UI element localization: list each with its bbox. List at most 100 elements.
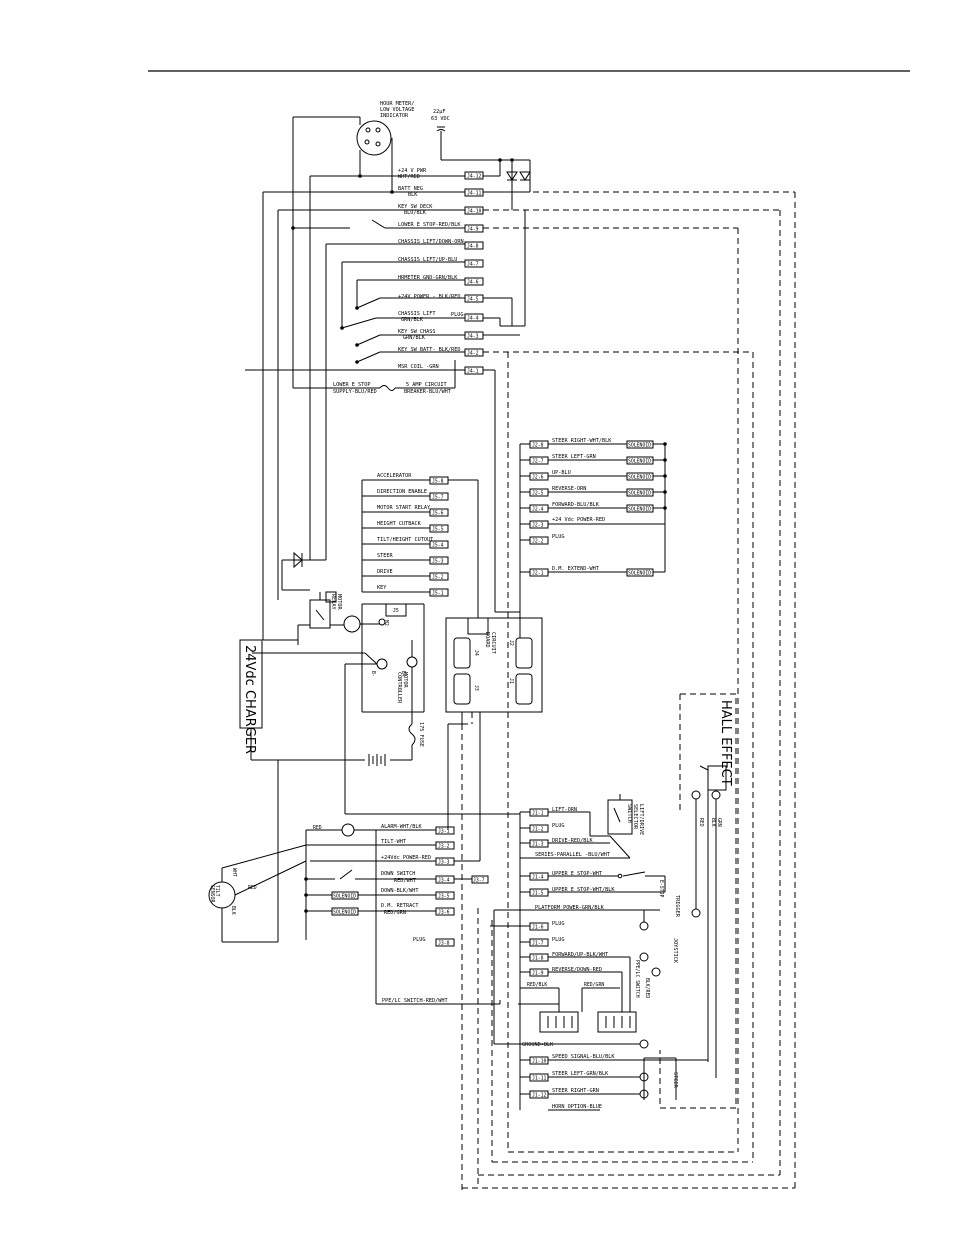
j2-row: J2-4 FORWARD-BLU/BLK SOLENOID xyxy=(520,502,667,513)
svg-text:24Vdc CHARGER: 24Vdc CHARGER xyxy=(242,645,257,754)
svg-text:TILT-WHT: TILT-WHT xyxy=(381,839,406,845)
j3-connector: RED ALARM-WHT/BLK J3-1 TILT-WHT J3-2 +24… xyxy=(304,712,560,1012)
lift-drive-switch: LIFT/DRIVE SELECTOR SWITCH xyxy=(607,794,644,859)
svg-text:RED/GRN: RED/GRN xyxy=(584,982,604,988)
svg-text:DRIVE: DRIVE xyxy=(377,569,393,575)
svg-text:BLU/BLK: BLU/BLK xyxy=(404,210,427,216)
battery-icon xyxy=(368,754,386,766)
svg-text:SOLENOID: SOLENOID xyxy=(333,894,356,900)
svg-text:PLUG: PLUG xyxy=(552,937,565,943)
svg-text:HORN OPTION-BLUE: HORN OPTION-BLUE xyxy=(552,1104,602,1110)
svg-text:J2-1: J2-1 xyxy=(532,571,544,577)
j2-row: J2-8 STEER RIGHT-WHT/BLK SOLENOID xyxy=(520,438,667,449)
motor-relay-label: MOTOR RELAY xyxy=(330,594,342,610)
j3-row: +24Vdc POWER-RED J3-3 xyxy=(310,855,480,866)
j1-row: PLATFORM POWER-GRN/BLK xyxy=(494,905,660,931)
svg-text:SELECTOR: SELECTOR xyxy=(632,804,638,830)
svg-text:STEER: STEER xyxy=(377,553,393,559)
lower-middle-wiring xyxy=(345,712,520,1044)
j4-row: CHASSIS LIFT GRN/BLK PLUG J4-4 xyxy=(398,311,484,323)
svg-text:J1-6: J1-6 xyxy=(532,925,544,931)
fuse: 175 FUSE xyxy=(408,722,424,747)
svg-text:DIRECTION ENABLE: DIRECTION ENABLE xyxy=(377,489,427,495)
svg-text:STEER LEFT-GRN: STEER LEFT-GRN xyxy=(552,454,596,460)
svg-text:J4-12: J4-12 xyxy=(467,174,482,180)
svg-text:SWITCH: SWITCH xyxy=(626,804,632,823)
harness-dashed xyxy=(461,191,796,1190)
svg-text:J5-3: J5-3 xyxy=(432,559,444,565)
tilt-sensor: TILT SENSOR WHT RED BLK xyxy=(208,760,307,943)
svg-text:J1: J1 xyxy=(508,678,514,684)
capacitor: 22μF 63 VDC xyxy=(431,109,450,132)
svg-text:HALL EFFECT: HALL EFFECT xyxy=(718,700,733,786)
hour-meter: HOUR METER/ LOW VOLTAGE INDICATOR xyxy=(356,101,414,156)
svg-text:HOUR METER/: HOUR METER/ xyxy=(380,101,414,107)
svg-text:LOWER E STOP-RED/BLK: LOWER E STOP-RED/BLK xyxy=(398,222,461,228)
svg-text:SUPPLY-BLU/RED: SUPPLY-BLU/RED xyxy=(333,389,377,395)
j1-low-row: HORN OPTION-BLUE xyxy=(548,1104,602,1111)
svg-text:LIFT-ORN: LIFT-ORN xyxy=(552,807,577,813)
svg-text:B+: B+ xyxy=(400,671,406,677)
svg-text:GRN/BLK: GRN/BLK xyxy=(401,317,424,323)
j3-row: ALARM-WHT/BLK J3-1 xyxy=(381,824,455,835)
svg-text:J1-2: J1-2 xyxy=(532,827,544,833)
svg-text:BLK: BLK xyxy=(710,818,716,827)
svg-text:KEY SW DECK: KEY SW DECK xyxy=(398,204,433,210)
svg-text:E-STOP: E-STOP xyxy=(658,880,664,897)
svg-text:J4-6: J4-6 xyxy=(467,280,479,286)
svg-text:STEER: STEER xyxy=(672,1072,678,1088)
svg-text:STEER RIGHT-WHT/BLK: STEER RIGHT-WHT/BLK xyxy=(552,438,612,444)
svg-text:BATT NEG: BATT NEG xyxy=(398,186,423,192)
j1-row: J1-6 PLUG xyxy=(520,921,565,931)
j2-row: J2-1 D.M. EXTEND-WHT SOLENOID xyxy=(520,566,665,577)
svg-text:J5-2: J5-2 xyxy=(432,575,444,581)
svg-text:J1-8: J1-8 xyxy=(532,956,544,962)
svg-text:WHT: WHT xyxy=(231,868,237,877)
svg-text:J4-8: J4-8 xyxy=(467,244,479,250)
j2-row: J2-7 STEER LEFT-GRN SOLENOID xyxy=(520,454,667,465)
svg-text:J4-7: J4-7 xyxy=(467,262,479,268)
svg-text:DRIVE-RED/BLK: DRIVE-RED/BLK xyxy=(552,838,593,844)
svg-text:RED: RED xyxy=(313,825,322,831)
j4-row: KEY SW BATT- BLK/RED J4-2 xyxy=(398,347,484,357)
svg-text:J3-6: J3-6 xyxy=(438,910,450,916)
svg-text:J1-1: J1-1 xyxy=(532,811,544,817)
svg-text:UPPER E STOP-WHT: UPPER E STOP-WHT xyxy=(552,871,602,877)
svg-text:GROUND-BLK: GROUND-BLK xyxy=(522,1042,554,1048)
svg-text:LOWER E STOP: LOWER E STOP xyxy=(333,382,370,388)
svg-text:STEER RIGHT-GRN: STEER RIGHT-GRN xyxy=(552,1088,599,1094)
svg-text:SOLENOID: SOLENOID xyxy=(628,475,651,481)
svg-text:HRMETER GND-GRN/BLK: HRMETER GND-GRN/BLK xyxy=(398,275,458,281)
svg-text:PLUG: PLUG xyxy=(552,921,565,927)
svg-text:J1-11: J1-11 xyxy=(532,1076,547,1082)
j2-row: J2-2 PLUG xyxy=(520,534,565,545)
svg-text:J5-8: J5-8 xyxy=(432,479,444,485)
junction-dots xyxy=(291,158,514,364)
j4-row: CHASSIS LIFT/UP-BLU J4-7 xyxy=(398,257,484,268)
svg-text:J4-11: J4-11 xyxy=(467,191,482,197)
svg-text:RED/GRN: RED/GRN xyxy=(384,910,406,916)
svg-text:63 VDC: 63 VDC xyxy=(431,116,450,122)
svg-text:J4-9: J4-9 xyxy=(467,227,479,233)
j3-row: SOLENOID DOWN-BLK/WHT J3-5 xyxy=(306,888,455,900)
svg-text:175 FUSE: 175 FUSE xyxy=(418,722,424,747)
svg-text:J4-2: J4-2 xyxy=(467,351,479,357)
j4-row: KEY SW CHASS GRN/BLK J4-3 xyxy=(398,329,484,341)
j5-row: STEER J5-3 xyxy=(362,553,449,565)
svg-text:J5-4: J5-4 xyxy=(432,543,444,549)
j4-row: HRMETER GND-GRN/BLK J4-6 xyxy=(398,275,484,286)
svg-text:22μF: 22μF xyxy=(433,109,446,115)
svg-text:J1-10: J1-10 xyxy=(532,1059,547,1065)
svg-text:J2-4: J2-4 xyxy=(532,507,544,513)
j5-row: ACCELERATOR J5-8 xyxy=(362,473,478,485)
svg-text:SOLENOID: SOLENOID xyxy=(628,507,651,513)
svg-text:SENSOR: SENSOR xyxy=(209,885,215,902)
j1-low-row: GROUND-BLK xyxy=(494,1039,649,1049)
svg-text:+24 Vdc POWER-RED: +24 Vdc POWER-RED xyxy=(552,517,605,523)
charger: 24Vdc CHARGER xyxy=(239,639,365,761)
